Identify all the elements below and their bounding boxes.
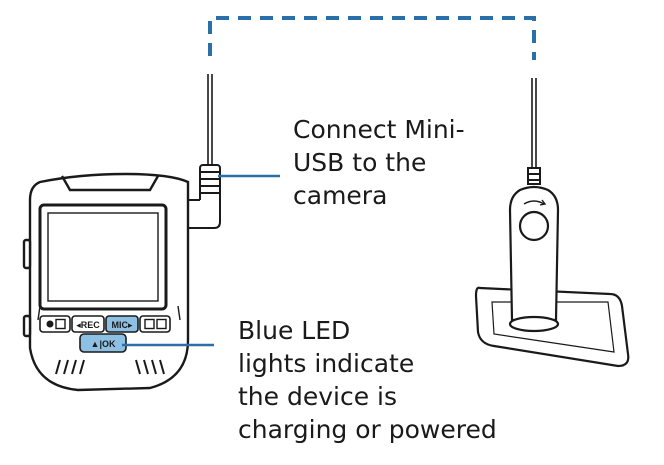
callout-line: Connect Mini- (293, 115, 465, 144)
video-icon (156, 318, 167, 330)
callout-line: the device is (238, 382, 398, 411)
button-rec: ◂REC (71, 315, 105, 333)
car-charger (508, 185, 560, 333)
dashed-cable (208, 16, 536, 60)
callout-line: USB to the (293, 148, 427, 177)
callout-line: charging or powered (238, 415, 497, 444)
power-button-icon (518, 210, 550, 242)
button-photo (39, 315, 71, 333)
right-cable (531, 78, 537, 170)
callout-line: camera (293, 181, 388, 210)
dash-camera (22, 172, 190, 392)
button-video (139, 315, 171, 333)
button-rec-label: ◂REC (76, 320, 100, 330)
screen-icon (144, 318, 155, 330)
callout-line: lights indicate (238, 349, 415, 378)
image-icon (55, 318, 66, 330)
left-cable (207, 74, 213, 165)
callout-line: Blue LED (238, 316, 351, 345)
button-ok: ▲|OK (79, 333, 127, 353)
callout-blue-led: Blue LED lights indicate the device is c… (238, 314, 497, 446)
charger-plug (527, 167, 541, 185)
button-mic-label: MIC▸ (111, 320, 132, 330)
button-mic: MIC▸ (105, 315, 139, 333)
button-ok-label: ▲|OK (91, 339, 116, 349)
camera-icon (46, 320, 54, 328)
callout-connect-usb: Connect Mini- USB to the camera (293, 113, 465, 212)
